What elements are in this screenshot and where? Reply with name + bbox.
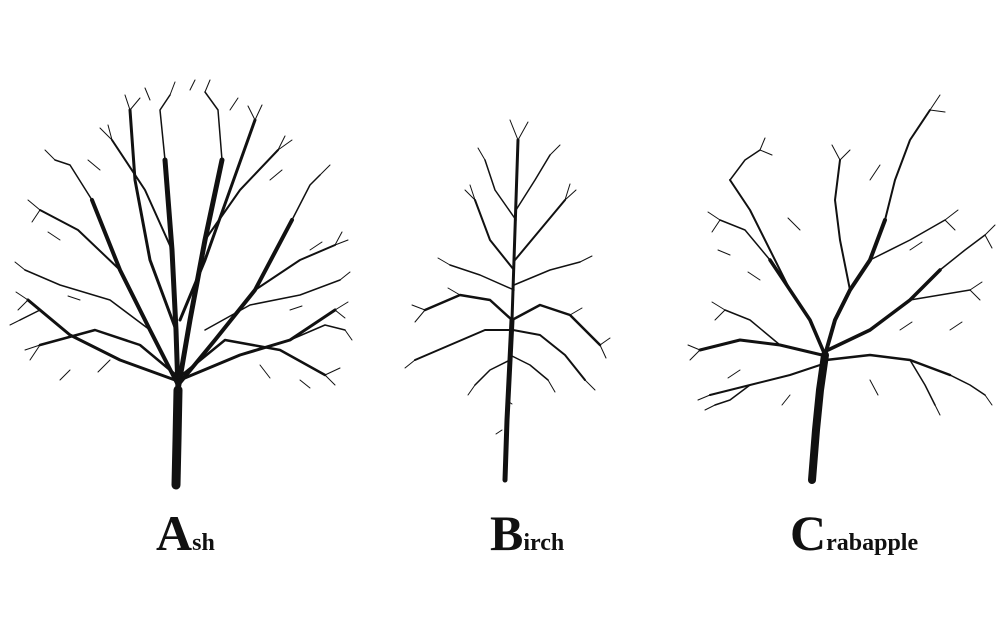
ash-label: Ash [156,508,215,558]
ash-tree-drawing [9,79,353,490]
ash-label-initial: A [156,505,193,561]
ash-tree-panel: Ash [0,0,360,618]
crabapple-tree-panel: Crabapple [670,0,1000,618]
ash-label-rest: sh [192,530,215,556]
birch-tree-panel: Birch [390,0,630,618]
birch-label-initial: B [490,505,524,561]
crabapple-label-rest: rabapple [826,530,919,556]
crabapple-tree-drawing [687,94,996,484]
crabapple-label: Crabapple [790,508,918,558]
birch-tree-drawing [404,119,611,483]
birch-label: Birch [490,508,564,558]
crabapple-label-initial: C [790,505,827,561]
birch-label-rest: irch [523,530,565,556]
